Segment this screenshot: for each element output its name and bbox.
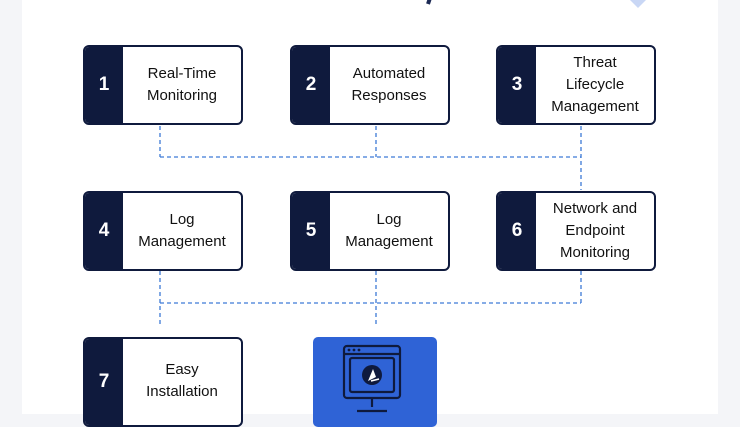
step-number-7: 7 [85,339,123,425]
step-number-1: 1 [85,47,123,123]
step-number-3: 3 [498,47,536,123]
step-number-6: 6 [498,193,536,269]
step-card-4: 4 Log Management [83,191,243,271]
step-card-3: 3 Threat Lifecycle Management [496,45,656,125]
step-card-6: 6 Network and Endpoint Monitoring [496,191,656,271]
connector-lines [159,126,582,325]
step-card-2: 2 Automated Responses [290,45,450,125]
cropped-title-fragment [330,0,490,8]
logo-icon [630,0,646,8]
step-number-4: 4 [85,193,123,269]
step-label-1: Real-Time Monitoring [146,65,218,104]
step-number-2: 2 [292,47,330,123]
step-card-1: 1 Real-Time Monitoring [83,45,243,125]
step-card-7: 7 Easy Installation [83,337,243,427]
step-label-2: Automated Responses [351,65,427,104]
step-label-4: Log Management [138,211,226,250]
step-card-5: 5 Log Management [290,191,450,271]
step-number-5: 5 [292,193,330,269]
step-label-5: Log Management [345,211,433,250]
step-label-7: Easy Installation [146,361,218,400]
step-label-6: Network and Endpoint Monitoring [552,200,638,261]
step-label-3: Threat Lifecycle Management [551,54,639,115]
monitor-tile [313,337,437,427]
desktop-monitor-icon [342,344,402,413]
